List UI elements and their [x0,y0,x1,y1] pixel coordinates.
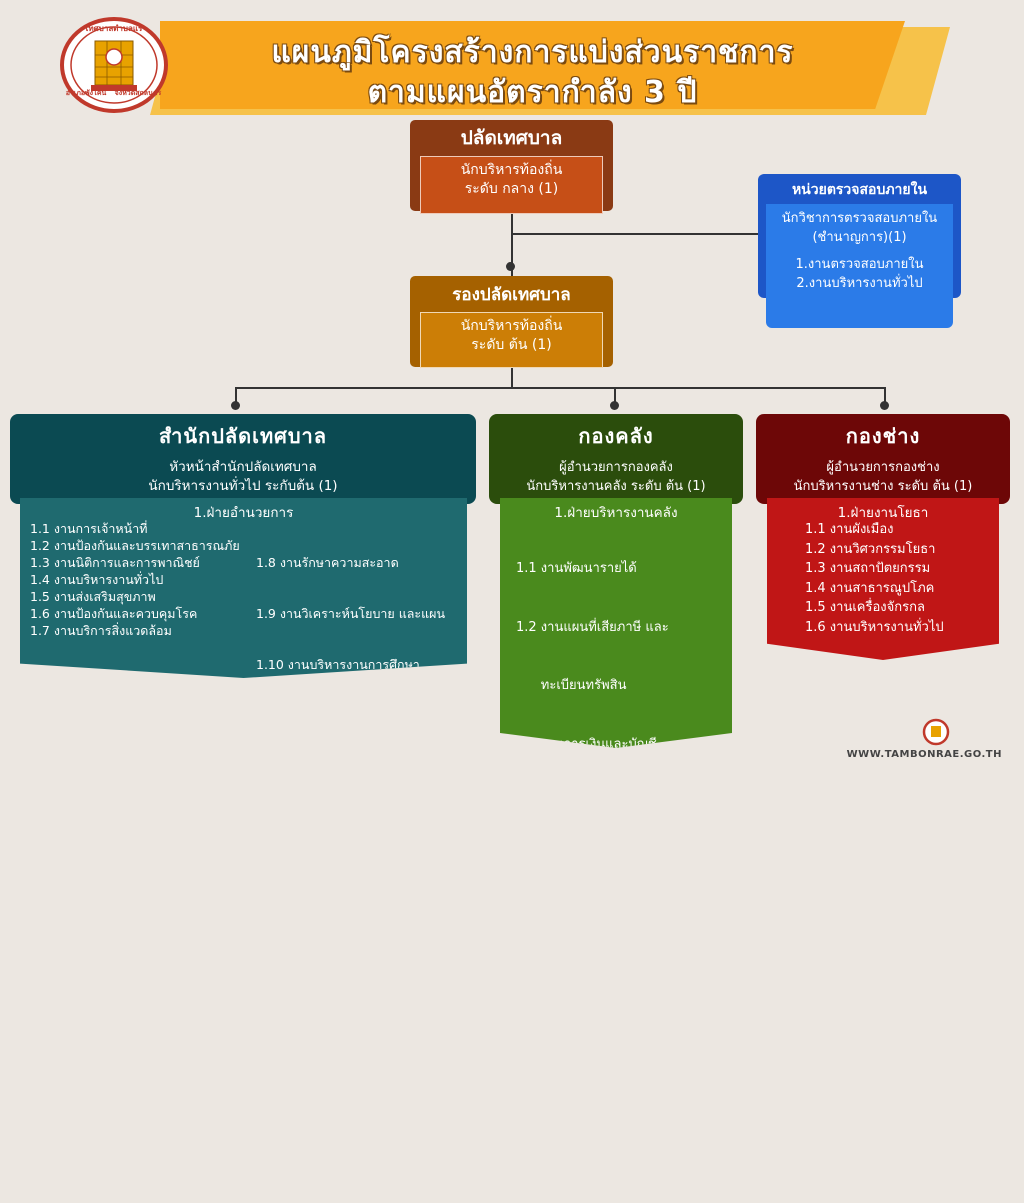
box-position: นักบริหารท้องถิ่น ระดับ กลาง (1) [420,156,603,214]
task-item: 1.7 งานผลประโยชน์และกิจการ [516,970,695,986]
task-item: 1.1 งานผังเมือง [805,522,894,537]
seal-bottom-right-text: จังหวัดสกลนคร [114,89,162,97]
task-item: 1.3 งานสถาปัตยกรรม [805,561,931,576]
task-item: 1.5 งานส่งเสริมสุขภาพ [30,589,156,604]
task-item: 1.1 งานพัฒนารายได้ [516,561,637,576]
task-item: 1.6 งานป้องกันและควบคุมโรค [30,606,198,621]
position-level: นักบริหารงานคลัง ระดับ ต้น (1) [526,479,706,494]
office-task-list-right: 1.8 งานรักษาความสะอาด 1.9 งานวิเคราะห์นโ… [256,520,466,927]
box-municipal-clerk: ปลัดเทศบาล นักบริหารท้องถิ่น ระดับ กลาง … [410,120,613,214]
chart-title-line2: ตามแผนอัตรากำลัง 3 ปี [367,75,698,110]
position-title: หัวหน้าสำนักปลัดเทศบาล [169,459,317,475]
task-item: ทะเบียนทรัพสิน [516,678,627,693]
task-item: 1.3 งานนิติการและการพาณิชย์ [30,555,200,570]
task-item: 1.2 งานป้องกันและบรรเทาสาธารณภัย [30,538,240,553]
box-clerk-office: สำนักปลัดเทศบาล หัวหน้าสำนักปลัดเทศบาล น… [10,414,476,504]
works-task-list: 1.1 งานผังเมือง 1.2 งานวิศวกรรมโยธา 1.3 … [805,520,944,637]
box-position: ผู้อำนวยการกองคลัง นักบริหารงานคลัง ระดั… [489,458,743,496]
position-title: นักวิชาการตรวจสอบภายใน [781,211,938,226]
finance-section-panel: 1.ฝ่ายบริหารงานคลัง 1.1 งานพัฒนารายได้ 1… [500,498,732,748]
box-finance-division: กองคลัง ผู้อำนวยการกองคลัง นักบริหารงานค… [489,414,743,504]
box-title: สำนักปลัดเทศบาล [158,424,328,448]
box-audit-body: นักวิชาการตรวจสอบภายใน (ชำนาญการ)(1) 1.ง… [766,204,953,328]
connector-dot [506,262,515,271]
position-title: ผู้อำนวยการกองคลัง [559,460,673,475]
task-item: 1.3 งานการเงินและบัญชี [516,736,657,752]
footer-seal-icon [922,718,950,746]
task-item: 1.2 งานวิศวกรรมโยธา [805,541,936,557]
task-item: 1.9 งานบริหารงานทั่วไป [516,1146,655,1161]
box-title: ปลัดเทศบาล [460,127,563,149]
position-level: ระดับ กลาง (1) [464,180,559,197]
audit-item: 1.งานตรวจสอบภายใน [795,257,924,272]
box-position: นักบริหารท้องถิ่น ระดับ ต้น (1) [420,312,603,368]
seal-bottom-left-text: อำเภอพังโคน [65,89,107,97]
task-item: 1.4 งานบริหารงานทั่วไป [30,572,164,587]
section-title: 1.ฝ่ายอำนวยการ [193,505,294,521]
task-item: 1.2 งานแผนที่เสียภาษี และ [516,619,669,635]
task-item: 1.8 งานเร่งรัดและจัดเก็บรายได้ [516,1087,694,1103]
task-item: 1.11 งานส่งเสริมการศึกษา ศาสนา [256,708,445,723]
box-title: กองช่าง [845,424,921,448]
position-level: (ชำนาญการ)(1) [812,230,907,245]
box-position: ผู้อำนวยการกองช่าง นักบริหารงานช่าง ระดั… [756,458,1010,496]
position-title: นักบริหารท้องถิ่น [460,318,563,334]
audit-item: 2.งานบริหารงานทั่วไป [796,276,923,291]
municipality-seal-icon [55,15,173,115]
works-section-panel: 1.ฝ่ายงานโยธา 1.1 งานผังเมือง 1.2 งานวิศ… [767,498,999,660]
section-title: 1.ฝ่ายงานโยธา [837,505,929,521]
finance-task-list: 1.1 งานพัฒนารายได้ 1.2 งานแผนที่เสียภาษี… [516,520,695,1161]
box-title: รองปลัดเทศบาล [452,285,571,305]
task-item: 1.14 งานส่งเสริมการเกษตร [256,912,407,927]
position-title: นักบริหารท้องถิ่น [460,162,563,178]
task-item: 1.4 งานสาธารณูปโภค [805,580,935,596]
task-item: 1.8 งานรักษาความสะอาด [256,555,399,570]
position-level: นักบริหารงานช่าง ระดับ ต้น (1) [793,479,973,494]
box-deputy-clerk: รองปลัดเทศบาล นักบริหารท้องถิ่น ระดับ ต้… [410,276,613,368]
header-banner: แผนภูมิโครงสร้างการแบ่งส่วนราชการ ตามแผน… [160,21,905,109]
connector-works [884,387,886,407]
connector-mayor-deputy [511,210,513,276]
box-title: กองคลัง [578,424,654,448]
task-item: 1.7 งานบริการสิ่งแวดล้อม [30,623,172,638]
task-item: 1.1 งานการเจ้าหน้าที่ [30,521,148,536]
task-item: และวัฒนธรรม [256,759,359,774]
task-item: 1.6 งานสถิติการคลัง [516,912,633,927]
task-item: 1.12 งานส่งเสริมกีฬา และ นันทนาการ [256,810,466,825]
position-level: ระดับ ต้น (1) [471,336,552,353]
connector-dot [610,401,619,410]
connector-dot [880,401,889,410]
task-item: 1.9 งานวิเคราะห์นโยบาย และแผน [256,606,446,621]
task-item: 1.5 งานพัสดุและทรัพสิน [516,853,653,869]
connector-deputy-down [511,366,513,388]
connector-branch-horizontal [236,387,886,389]
position-title: ผู้อำนวยการกองช่าง [826,460,940,475]
connector-office [235,387,237,407]
task-item: 1.13 งานพัฒนาชุมชน [256,861,379,876]
connector-dot [231,401,240,410]
office-section-panel: 1.ฝ่ายอำนวยการ 1.1 งานการเจ้าหน้าที่ 1.2… [20,498,467,678]
website-url: WWW.TAMBONRAE.GO.TH [846,749,1002,760]
box-title: หน่วยตรวจสอบภายใน [791,182,928,198]
connector-audit-horizontal [512,233,760,235]
connector-finance [614,387,616,407]
task-item: 1.5 งานเครื่องจักรกล [805,600,925,615]
section-title: 1.ฝ่ายบริหารงานคลัง [554,505,678,521]
box-position: หัวหน้าสำนักปลัดเทศบาล นักบริหารงานทั่วไ… [10,458,476,496]
chart-title-line1: แผนภูมิโครงสร้างการแบ่งส่วนราชการ [271,35,794,70]
seal-top-text: เทศบาลตำบลแร่ [85,24,143,33]
office-task-list-left: 1.1 งานการเจ้าหน้าที่ 1.2 งานป้องกันและบ… [30,520,240,639]
box-public-works-division: กองช่าง ผู้อำนวยการกองช่าง นักบริหารงานช… [756,414,1010,504]
task-item: 1.10 งานบริหารงานการศึกษา [256,657,420,672]
position-level: นักบริหารงานทั่วไป ระกับต้น (1) [148,478,338,494]
task-item: 1.6 งานบริหารงานทั่วไป [805,619,944,635]
task-item: 1.4 งานระเบียบงานคลัง [516,795,652,810]
task-item: พาณิชย์ [516,1029,586,1044]
